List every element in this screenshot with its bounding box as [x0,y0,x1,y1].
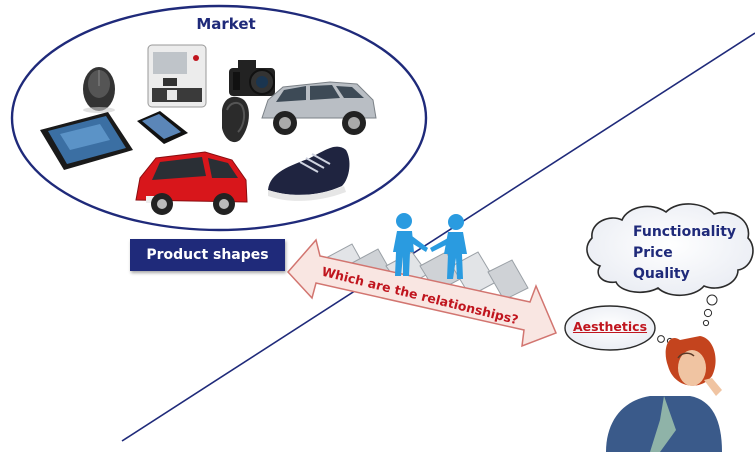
blue-figure-left [393,213,428,276]
product-shapes-box: Product shapes [130,239,285,271]
dividing-diagonal-line [121,32,755,442]
blue-figure-right [430,214,467,279]
product-shapes-label: Product shapes [146,247,269,263]
computer-mouse-icon [83,67,115,113]
coffee-machine-icon [147,44,207,108]
ergonomic-mouse-icon [222,96,249,143]
suv-car-icon [261,81,377,135]
thought-cloud [586,203,754,297]
thought-price: Price [633,245,673,261]
smartphone-icon [137,111,188,144]
thought-bubbles-upper [702,294,718,327]
market-ellipse [10,4,428,232]
red-city-car-icon [135,151,248,215]
thought-functionality: Functionality [633,224,737,240]
tablet-icon [40,112,133,170]
sneaker-icon [268,146,350,201]
market-title: Market [196,15,256,33]
relationship-double-arrow [286,238,557,348]
aesthetics-label: Aesthetics [572,319,648,334]
aesthetics-small-cloud [564,305,656,351]
consumer-thoughts-list: Functionality Price Quality [633,222,736,285]
thinking-woman-illustration [606,336,722,452]
dslr-camera-icon [229,60,275,96]
thought-quality: Quality [633,266,690,282]
